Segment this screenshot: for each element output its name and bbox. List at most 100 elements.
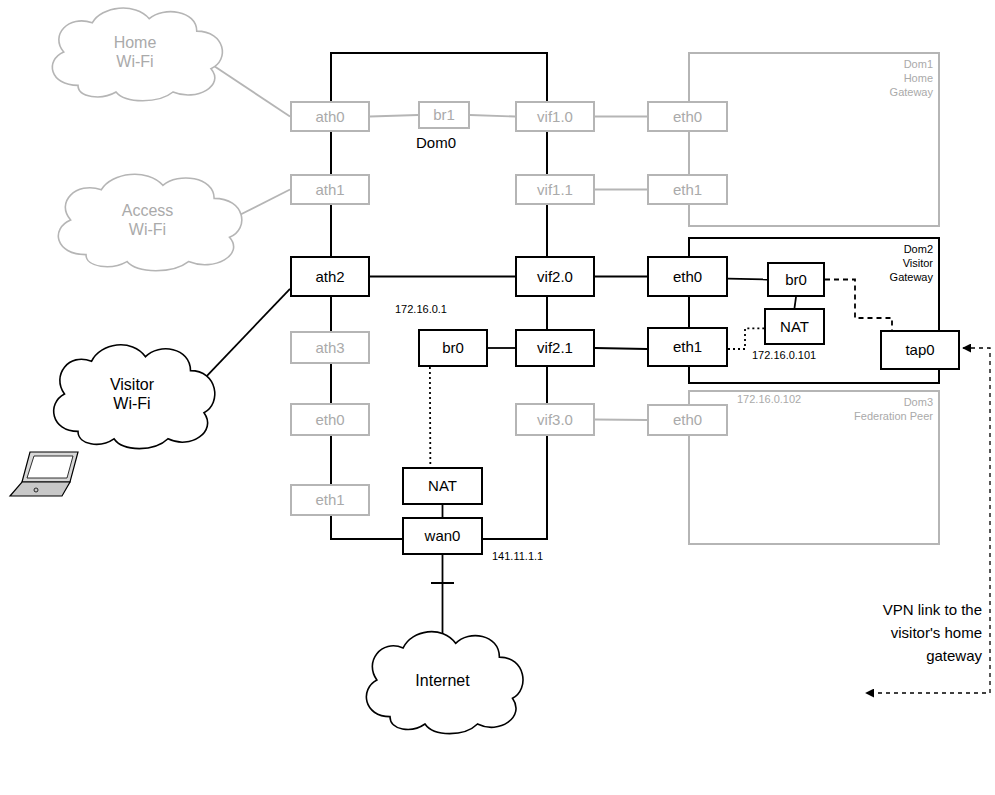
node-text: Access Wi-Fi — [117, 201, 179, 239]
internet-cloud: Internet — [355, 625, 530, 735]
node-text: eth0 — [673, 268, 702, 286]
node-text: ath0 — [315, 108, 344, 126]
cloud-outline — [40, 2, 230, 102]
connector-line — [370, 115, 418, 117]
node-label: ath0 — [292, 103, 368, 130]
node-label: eth1 — [649, 329, 726, 365]
node-text: vif2.0 — [537, 268, 573, 286]
address-label: 172.16.0.1 — [395, 303, 447, 316]
connector-line — [595, 189, 647, 191]
node-label: Home Wi-Fi — [40, 2, 230, 102]
connector-line — [595, 419, 647, 421]
node-label: eth0 — [292, 405, 368, 434]
interface-box: eth0 — [647, 101, 728, 132]
connector-line — [470, 115, 515, 117]
domain-heading: Dom3Federation Peer — [854, 395, 933, 423]
node-text: vif2.1 — [537, 339, 573, 357]
node-text: Visitor Gateway — [885, 256, 933, 284]
node-label: ath1 — [292, 176, 368, 203]
node-text: eth1 — [673, 338, 702, 356]
interface-box: eth0 — [290, 403, 370, 436]
domain-heading: Dom0 — [416, 134, 456, 152]
node-label: Internet — [355, 625, 530, 735]
address-label: 172.16.0.102 — [737, 393, 801, 406]
node-text: vif1.1 — [537, 181, 573, 199]
node-text: eth1 — [315, 491, 344, 509]
domain-heading: Dom2Visitor Gateway — [885, 242, 933, 284]
node-label: Visitor Wi-Fi — [42, 338, 222, 450]
node-label: ath3 — [292, 333, 368, 362]
node-label: vif2.1 — [517, 331, 593, 365]
node-label: eth0 — [649, 103, 726, 130]
node-label: eth1 — [649, 176, 726, 203]
wifi-cloud: Visitor Wi-Fi — [42, 338, 222, 450]
nat-box: NAT — [402, 467, 483, 505]
interface-box: vif1.1 — [515, 174, 595, 205]
connector-line — [442, 505, 444, 517]
node-label: vif3.0 — [517, 405, 593, 434]
node-text: eth0 — [673, 108, 702, 126]
node-text: ath2 — [315, 268, 344, 286]
node-text: Visitor Wi-Fi — [101, 375, 163, 413]
node-text: tap0 — [905, 341, 934, 359]
wifi-cloud: Home Wi-Fi — [40, 2, 230, 102]
interface-box: vif2.0 — [515, 256, 595, 297]
bridge-box: br1 — [418, 101, 470, 129]
bridge-box: br0 — [418, 329, 488, 367]
node-text: vif3.0 — [537, 411, 573, 429]
connector-line — [728, 278, 767, 281]
node-label: tap0 — [882, 332, 958, 368]
interface-box: tap0 — [880, 330, 960, 370]
node-label: wan0 — [404, 519, 481, 553]
cloud-shape — [52, 8, 222, 101]
connector-line — [595, 276, 647, 278]
interface-box: ath2 — [290, 256, 370, 297]
address-label: 141.11.1.1 — [492, 550, 543, 563]
interface-box: vif2.1 — [515, 329, 595, 367]
wifi-cloud: Access Wi-Fi — [45, 168, 250, 272]
node-text: br0 — [442, 339, 464, 357]
connector-line — [488, 347, 515, 349]
node-text: NAT — [780, 318, 809, 336]
connector-line — [370, 276, 515, 278]
node-label: vif1.0 — [517, 103, 593, 130]
address-label: 172.16.0.101 — [752, 349, 816, 362]
node-text: Dom2 — [885, 242, 933, 256]
domain-box: Dom3Federation Peereth0 — [688, 390, 940, 545]
node-label: eth0 — [649, 258, 726, 295]
interface-box: ath0 — [290, 101, 370, 132]
node-label: eth1 — [292, 486, 368, 514]
node-text: br0 — [785, 271, 807, 289]
node-label: br1 — [420, 103, 468, 127]
node-text: Dom0 — [416, 134, 456, 152]
node-text: br1 — [433, 106, 455, 124]
bridge-box: br0 — [767, 262, 825, 297]
connector-line — [728, 328, 764, 349]
note-text: VPN link to the visitor's home gateway — [864, 598, 982, 667]
node-text: eth0 — [673, 411, 702, 429]
node-text: Federation Peer — [854, 409, 933, 423]
connector-line — [595, 348, 647, 349]
domain-box: Dom2Visitor Gatewayeth0br0NATeth1tap0 — [688, 237, 940, 384]
domain-heading: Dom1Home Gateway — [885, 57, 933, 99]
node-text: Internet — [403, 671, 483, 690]
connector-line — [795, 297, 797, 308]
laptop-pad — [34, 488, 38, 492]
laptop-icon — [10, 452, 78, 496]
connector-line — [211, 64, 290, 117]
interface-box: eth1 — [647, 174, 728, 205]
interface-box: vif3.0 — [515, 403, 595, 436]
cloud-outline — [45, 168, 250, 272]
connector-line — [825, 280, 892, 331]
node-label: Access Wi-Fi — [45, 168, 250, 272]
interface-box: eth1 — [290, 484, 370, 516]
cloud-outline — [42, 338, 222, 450]
interface-box: eth1 — [647, 327, 728, 367]
node-label: NAT — [766, 310, 823, 343]
connector-line — [195, 289, 290, 389]
node-label: vif2.0 — [517, 258, 593, 295]
node-text: NAT — [428, 477, 457, 495]
node-text: ath1 — [315, 181, 344, 199]
node-text: Dom1 — [885, 57, 933, 71]
